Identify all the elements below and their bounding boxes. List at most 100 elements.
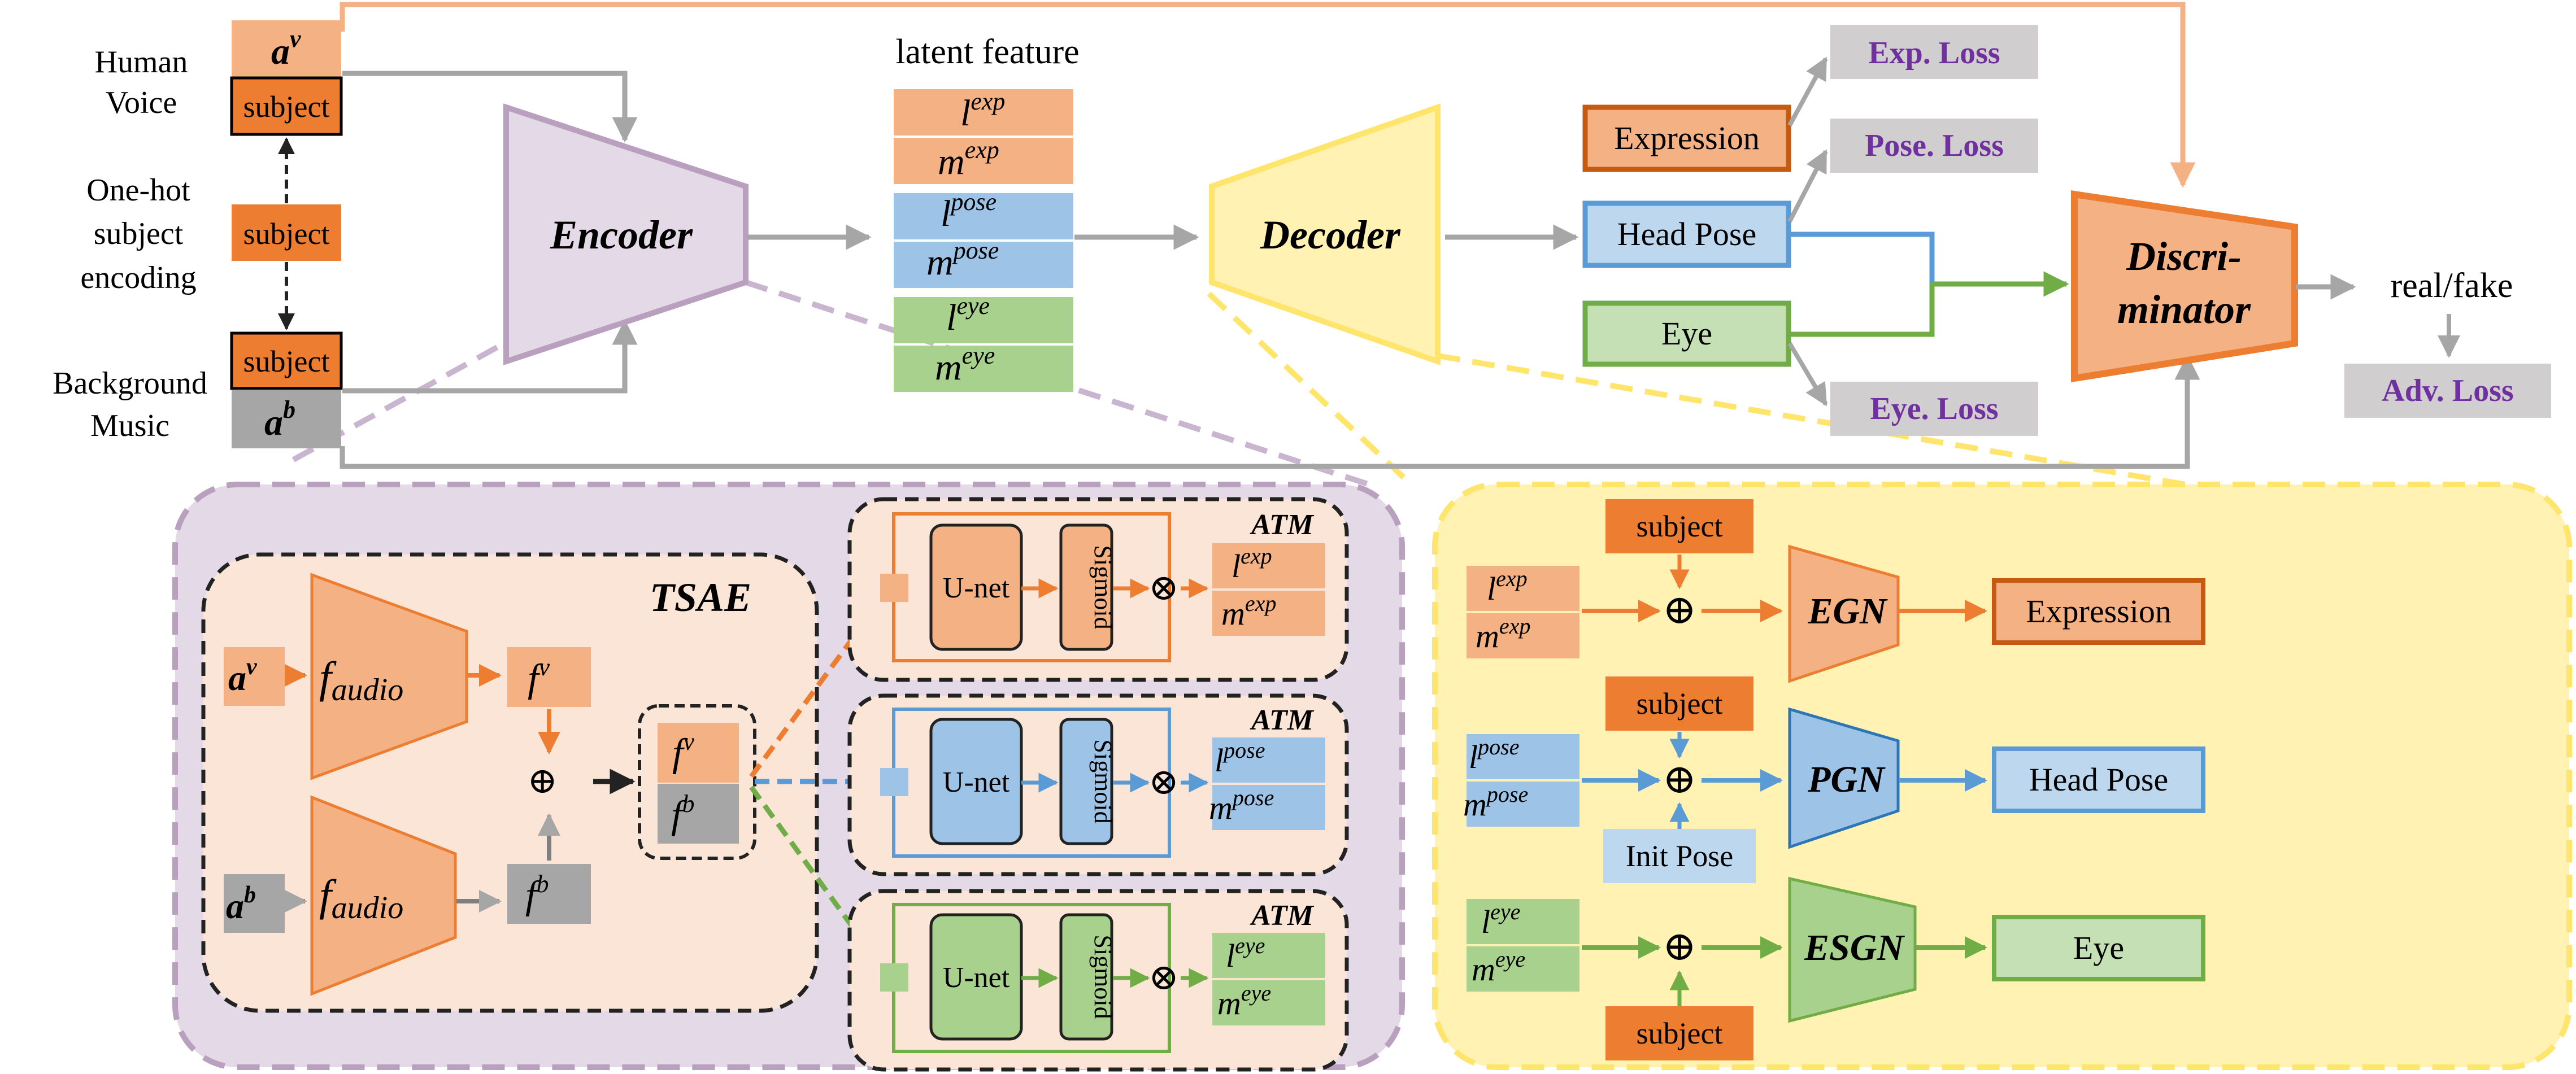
human-voice-label-2: Voice [106, 85, 177, 120]
esgn-output-box [1992, 915, 2205, 981]
init-pose-box [1603, 829, 1756, 883]
adv-loss-label: Adv. Loss [2382, 373, 2513, 408]
encoder-label: Encoder [550, 212, 693, 257]
atm-eye-sigmoid [1059, 913, 1113, 1041]
real-fake-label: real/fake [2391, 267, 2513, 305]
pgn-l-text: lpose [1469, 734, 1519, 775]
atm-eye-otimes: ⊗ [1148, 957, 1179, 997]
onehot-subject-label: subject [243, 217, 330, 251]
voice-input-box [232, 20, 341, 77]
atm-pose-l-text: lpose [1215, 737, 1265, 779]
esgn-m-text: meye [1472, 946, 1525, 988]
atm-exp-title: ATM [1250, 509, 1315, 541]
branch-eye-arrow [749, 785, 881, 965]
zoom-line-decoder-left [1207, 291, 1415, 488]
eye-output-box [1582, 300, 1791, 367]
pgn-m-text: mpose [1463, 782, 1528, 823]
encoder-block [503, 103, 749, 365]
pose-loss-label: Pose. Loss [1865, 128, 2004, 163]
eye-to-eye-loss [1787, 342, 1828, 407]
expression-output-box [1582, 104, 1791, 172]
tsae-title: TSAE [650, 575, 751, 620]
bg-to-disc-feedback [340, 354, 2200, 469]
atm-pose-l [1212, 737, 1325, 783]
discriminator-label-1: Discri- [2126, 234, 2242, 279]
headpose-to-disc-line [1790, 232, 1935, 284]
egn-l-text: lexp [1487, 566, 1528, 607]
atm-pose-otimes: ⊗ [1148, 762, 1179, 802]
egn-label: EGN [1807, 591, 1888, 632]
f-audio-bg-block [310, 795, 457, 996]
atm-eye-input-dot [880, 963, 908, 992]
esgn-l [1467, 899, 1579, 944]
atm-exp-sigmoid-label: Sigmoid [1089, 545, 1117, 629]
exp-loss-label: Exp. Loss [1868, 36, 2000, 71]
esgn-label: ESGN [1804, 927, 1905, 968]
pgn-subject-label: subject [1637, 687, 1723, 721]
init-pose-label: Init Pose [1626, 839, 1734, 873]
head-pose-output-box [1582, 200, 1791, 268]
tsae-bg-symbol: ab [226, 882, 256, 926]
atm-eye-m [1212, 980, 1325, 1025]
latent-m-exp [894, 138, 1073, 184]
pgn-block [1788, 707, 1900, 849]
esgn-output-label: Eye [2073, 929, 2124, 966]
voice-to-encoder-arrow [342, 71, 638, 143]
latent-m-pose-text: mpose [926, 237, 999, 283]
atm-pose-sigmoid [1059, 718, 1113, 845]
egn-m-text: mexp [1476, 613, 1530, 654]
pose-loss-box [1830, 119, 2038, 173]
latent-l-exp [894, 89, 1073, 136]
latent-l-pose [894, 193, 1073, 239]
discriminator-label-2: minator [2117, 287, 2251, 332]
bg-input-box [232, 390, 341, 448]
eye-loss-label: Eye. Loss [1870, 391, 1998, 426]
background-music-label-1: Background [53, 366, 207, 401]
decoder-block [1209, 103, 1441, 366]
egn-l [1467, 566, 1579, 611]
atm-eye-unet-label: U-net [943, 962, 1010, 994]
egn-sum: ⊕ [1663, 587, 1696, 632]
atm-exp-input-dot [880, 574, 908, 602]
f-audio-bg-label: faudio [319, 871, 403, 925]
pgn-subject-box [1605, 676, 1753, 731]
exp-loss-box [1830, 25, 2038, 79]
latent-m-eye [894, 346, 1073, 392]
atm-exp-otimes: ⊗ [1148, 567, 1179, 608]
latent-l-pose-text: lpose [941, 188, 997, 234]
eye-output-label: Eye [1661, 315, 1712, 352]
latent-m-exp-text: mexp [938, 136, 999, 182]
tsae-sum-symbol: ⊕ [527, 761, 558, 801]
zoom-line-encoder-left [284, 344, 499, 467]
head-pose-output-label: Head Pose [1617, 216, 1756, 252]
concat-fv-label: fv [672, 728, 694, 775]
tsae-voice-symbol: av [228, 654, 258, 698]
atm-exp-l-text: lexp [1232, 543, 1272, 584]
concat-fb [658, 784, 739, 844]
bg-subject-box [230, 331, 343, 390]
atm-eye-title: ATM [1250, 900, 1315, 932]
pgn-l [1467, 734, 1579, 779]
egn-block [1788, 544, 1900, 683]
decoder-label: Decoder [1260, 212, 1401, 257]
adv-loss-box [2344, 364, 2551, 418]
atm-pose-sigmoid-label: Sigmoid [1089, 739, 1117, 823]
expression-output-label: Expression [1614, 120, 1760, 156]
fb-box [507, 864, 591, 924]
latent-feature-title: latent feature [895, 33, 1079, 71]
atm-pose-title: ATM [1250, 704, 1315, 736]
latent-l-eye-text: leye [946, 292, 990, 338]
atm-pose-m-text: mpose [1209, 785, 1274, 826]
egn-m [1467, 613, 1579, 658]
atm-exp-sigmoid [1059, 523, 1113, 651]
onehot-label-2: subject [94, 216, 184, 251]
egn-output-box [1992, 578, 2205, 645]
onehot-label-3: encoding [80, 260, 196, 295]
atm-eye-l [1212, 933, 1325, 978]
atm-pose-unet-label: U-net [943, 766, 1010, 798]
fb-label: fb [525, 870, 549, 917]
atm-exp-unet-label: U-net [943, 572, 1010, 604]
headpose-to-pose-loss [1787, 149, 1828, 222]
atm-pose-m [1212, 785, 1325, 830]
